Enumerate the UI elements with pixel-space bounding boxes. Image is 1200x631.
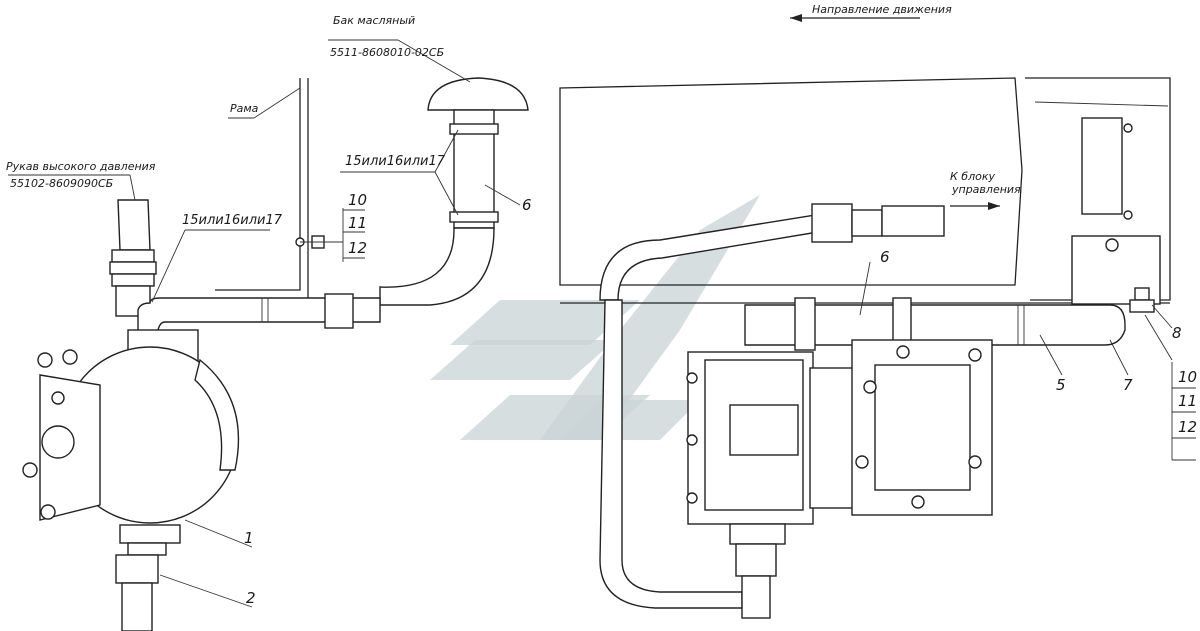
frame-rail: Рама — [215, 78, 309, 300]
callout-6-upper: 6 — [484, 184, 532, 214]
right-bracket — [1071, 117, 1161, 313]
callouts-right: 5 7 8 10 11 12 — [1039, 304, 1197, 461]
direction-label: Направление движения — [812, 3, 952, 16]
hose-title: Рукав высокого давления — [6, 160, 156, 173]
callout-6-lower-label: 6 — [880, 248, 890, 266]
to-unit-line2: управления — [951, 183, 1021, 196]
callout-12-left: 12 — [348, 239, 367, 257]
alt-parts-upper-label: 15или16или17 — [345, 154, 446, 169]
callout-10-left: 10 — [348, 191, 367, 209]
control-hose: К блоку управления — [599, 170, 1021, 301]
callout-2-label: 2 — [246, 589, 256, 607]
to-unit-line1: К блоку — [950, 170, 995, 183]
alt-parts-upper: 15или16или17 — [340, 129, 459, 216]
frame-label: Рама — [230, 102, 259, 115]
right-pipe-run: 6 — [599, 248, 1126, 609]
callout-7-label: 7 — [1123, 376, 1133, 394]
tank-title: Бак масляный — [333, 14, 415, 27]
alt-parts-left-label: 15или16или17 — [182, 213, 283, 228]
high-pressure-hose: Рукав высокого давления 55102-8609090СБ — [6, 160, 157, 317]
callout-10-right: 10 — [1178, 368, 1197, 386]
direction-indicator: Направление движения — [790, 3, 952, 22]
callout-1-label: 1 — [244, 529, 254, 547]
alt-parts-left: 15или16или17 — [151, 213, 283, 303]
tank-code: 5511-8608010-02СБ — [330, 46, 444, 59]
frame-outline — [559, 77, 1171, 304]
callout-6-upper-label: 6 — [522, 196, 532, 214]
callout-12-right: 12 — [1178, 418, 1197, 436]
left-pump: 1 2 — [22, 329, 256, 631]
callout-5-label: 5 — [1056, 376, 1066, 394]
right-pump — [686, 339, 993, 619]
callout-11-right: 11 — [1178, 392, 1197, 410]
oil-tank: Бак масляный 5511-8608010-02СБ — [328, 14, 529, 306]
callout-stack-left: 10 11 12 — [295, 191, 367, 262]
hose-code: 55102-8609090СБ — [10, 177, 113, 190]
callout-8-label: 8 — [1172, 324, 1182, 342]
callout-11-left: 11 — [348, 214, 367, 232]
